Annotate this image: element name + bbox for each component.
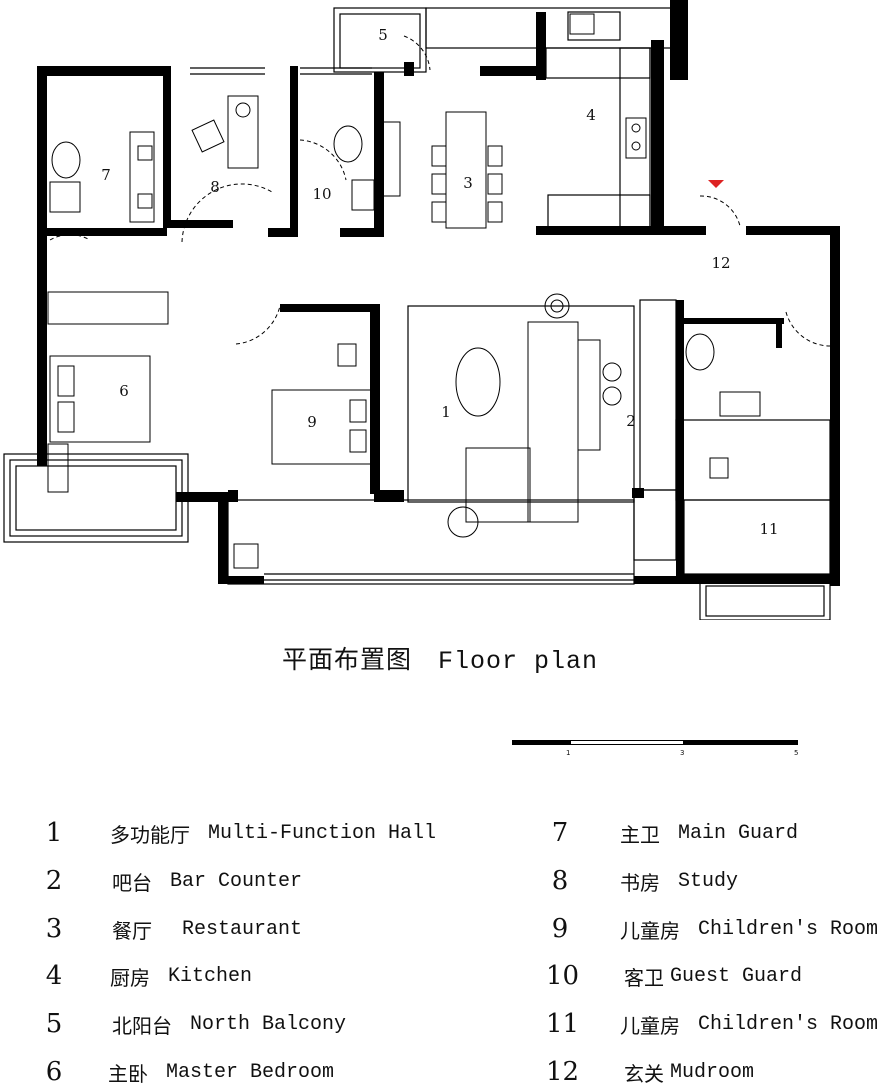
legend-number: 4: [45, 961, 63, 991]
legend-en: Master Bedroom: [166, 1060, 335, 1084]
legend-en: Restaurant: [182, 917, 303, 941]
legend-number: 9: [551, 914, 569, 944]
legend-item: 12 玄关 Mudroom: [546, 1057, 754, 1087]
plan-title-zh: 平面布置图: [281, 645, 412, 674]
legend-en: Kitchen: [168, 964, 253, 988]
legend-en: Mudroom: [670, 1060, 755, 1084]
legend-zh: 儿童房: [620, 1013, 680, 1038]
legend-number: 3: [45, 914, 63, 944]
legend-item: 10 客卫 Guest Guard: [546, 961, 802, 991]
legend-number: 1: [45, 818, 63, 848]
legend-zh: 吧台: [112, 870, 152, 895]
legend-zh: 主卫: [620, 822, 660, 847]
legend-en: Children's Room: [698, 917, 879, 941]
legend-number: 6: [45, 1057, 63, 1087]
legend-zh: 北阳台: [112, 1013, 172, 1038]
legend-item: 9 儿童房 Children's Room: [546, 914, 878, 944]
legend-item: 1 多功能厅 Multi-Function Hall: [40, 818, 436, 848]
scale-segment-2: [570, 740, 684, 745]
legend-item: 4 厨房 Kitchen: [40, 961, 252, 991]
legend-zh: 厨房: [110, 965, 150, 990]
plan-title: 平面布置图 Floor plan: [0, 640, 880, 676]
plan-title-en: Floor plan: [437, 647, 599, 676]
legend-en: Guest Guard: [670, 964, 803, 988]
furniture: [47, 13, 831, 569]
scale-segment-1: [512, 740, 570, 745]
legend-number: 5: [45, 1009, 63, 1039]
legend-en: Bar Counter: [170, 869, 303, 893]
room-label: 11: [759, 520, 778, 538]
room-label: 8: [210, 178, 220, 196]
walls: [37, 0, 840, 586]
entrance-marker-icon: [708, 180, 724, 188]
scale-tick: 3: [680, 749, 685, 757]
room-label: 1: [441, 403, 451, 421]
scale-tick: 5: [794, 749, 799, 757]
room-label: 10: [312, 185, 331, 203]
legend-item: 7 主卫 Main Guard: [546, 818, 798, 848]
legend-en: Study: [678, 869, 739, 893]
room-label: 4: [586, 106, 596, 124]
legend-number: 7: [551, 818, 569, 848]
legend-zh: 客卫: [624, 965, 664, 990]
legend-zh: 餐厅: [112, 918, 152, 943]
legend-en: Main Guard: [678, 821, 799, 845]
legend-item: 5 北阳台 North Balcony: [40, 1009, 346, 1039]
room-label: 12: [711, 254, 730, 272]
legend-number: 8: [551, 866, 569, 896]
room-label: 5: [378, 26, 388, 44]
legend-zh: 书房: [620, 870, 660, 895]
legend-en: Multi-Function Hall: [208, 821, 437, 845]
legend-en: Children's Room: [698, 1012, 879, 1036]
legend-en: North Balcony: [190, 1012, 347, 1036]
legend-item: 2 吧台 Bar Counter: [40, 866, 302, 896]
room-label: 2: [626, 412, 636, 430]
legend-number: 11: [546, 1009, 580, 1039]
legend-item: 6 主卧 Master Bedroom: [40, 1057, 334, 1087]
legend-item: 11 儿童房 Children's Room: [546, 1009, 878, 1039]
room-label: 9: [307, 413, 317, 431]
legend-number: 12: [546, 1057, 580, 1087]
legend-zh: 主卧: [108, 1061, 148, 1086]
room-label: 6: [119, 382, 129, 400]
scale-tick: 1: [566, 749, 571, 757]
legend-number: 10: [546, 961, 580, 991]
legend-zh: 玄关: [624, 1061, 664, 1086]
scale-segment-3: [684, 740, 798, 745]
legend-number: 2: [45, 866, 63, 896]
scale-bar: 1 3 5: [512, 740, 798, 760]
outlines: [3, 7, 831, 620]
legend-item: 3 餐厅 Restaurant: [40, 914, 302, 944]
legend-zh: 多功能厅: [110, 822, 190, 847]
legend-item: 8 书房 Study: [546, 866, 738, 896]
room-label: 3: [463, 174, 473, 192]
room-label: 7: [101, 166, 111, 184]
legend-zh: 儿童房: [620, 918, 680, 943]
